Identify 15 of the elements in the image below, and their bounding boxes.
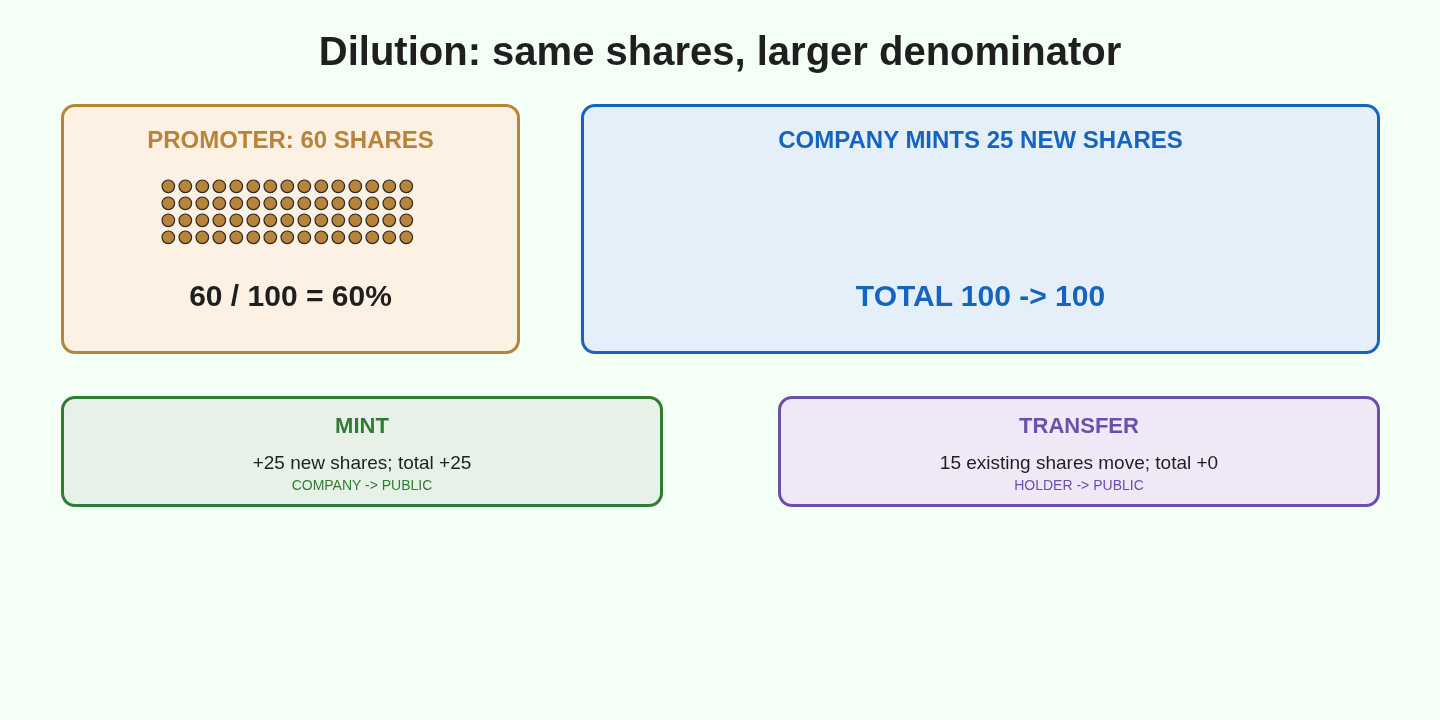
card-heading: TRANSFER [1019,413,1139,439]
share-fraction: 60 / 100 = 60% [189,279,392,314]
panel-heading: PROMOTER: 60 SHARES [147,126,434,154]
card-description: +25 new shares; total +25 [252,452,472,474]
panel [581,104,1380,354]
flow-caption: COMPANY -> PUBLIC [291,477,433,494]
card-description: 15 existing shares move; total +0 [939,452,1219,474]
info-card [778,396,1380,507]
panel-heading: COMPANY MINTS 25 NEW SHARES [778,126,1183,154]
total-text: TOTAL 100 -> 100 [855,279,1106,314]
panel [61,104,520,354]
flow-caption: HOLDER -> PUBLIC [1014,477,1144,494]
info-card [61,396,663,507]
diagram-title: Dilution: same shares, larger denominator [318,28,1122,74]
card-heading: MINT [335,413,389,439]
